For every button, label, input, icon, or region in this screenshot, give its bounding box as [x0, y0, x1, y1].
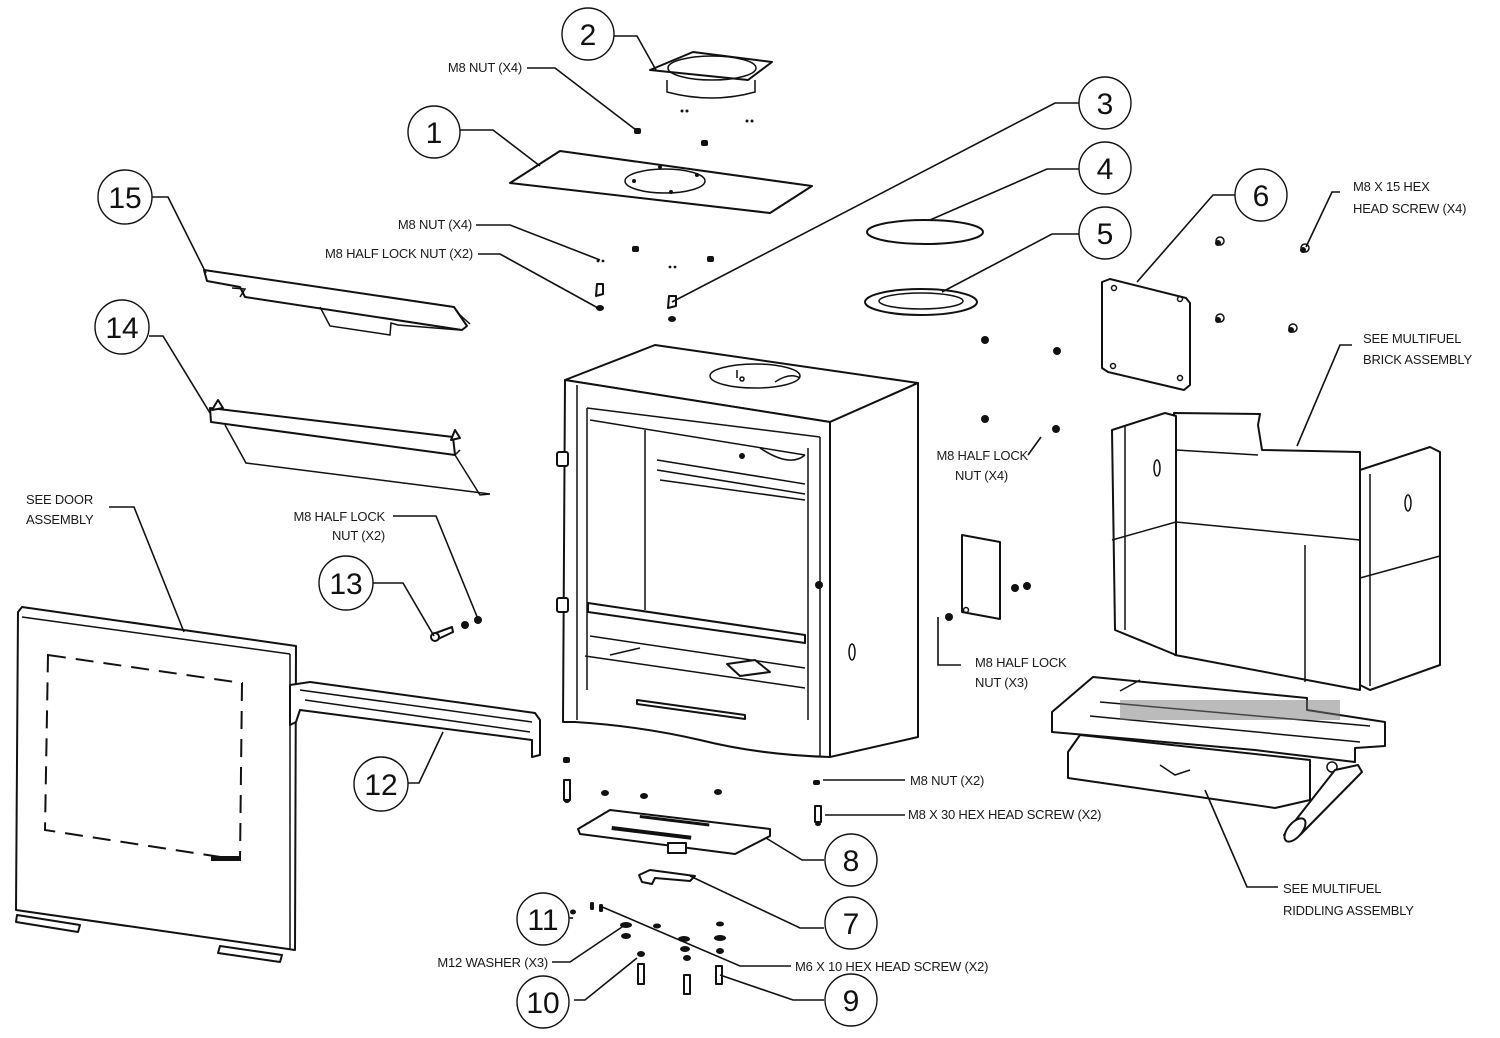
washers-and-screws: [570, 902, 726, 995]
svg-text:1: 1: [426, 117, 443, 150]
flue-collar-part: [649, 51, 773, 99]
callout-13: 13: [318, 555, 374, 611]
brick-assembly-part: [1111, 412, 1441, 691]
annotations: M8 NUT (X4) M8 NUT (X4) M8 HALF LOCK NUT…: [26, 60, 1473, 974]
label-riddling-line2: RIDDLING ASSEMBLY: [1283, 903, 1414, 918]
svg-text:8: 8: [843, 845, 860, 878]
hex-screws-x4: [1215, 236, 1310, 333]
callout-15: 15: [97, 169, 153, 225]
callout-6: 6: [1234, 168, 1288, 222]
side-access-plate-part: [945, 534, 1031, 621]
label-brick-line1: SEE MULTIFUEL: [1363, 331, 1461, 346]
svg-text:6: 6: [1253, 180, 1270, 213]
svg-text:12: 12: [364, 769, 397, 802]
top-plate-part: [509, 150, 813, 214]
door-part: [15, 606, 297, 963]
svg-text:2: 2: [580, 19, 597, 52]
callout-7: 7: [824, 896, 878, 950]
svg-text:5: 5: [1097, 218, 1114, 251]
callout-1: 1: [407, 105, 461, 159]
label-half-lock-x4-line1: M8 HALF LOCK: [936, 448, 1028, 463]
callout-5: 5: [1078, 206, 1132, 260]
callout-8: 8: [824, 833, 878, 887]
riddling-grate-part: [1051, 676, 1386, 843]
label-half-lock-x3-line2: NUT (X3): [975, 675, 1028, 690]
callout-9: 9: [824, 973, 878, 1027]
label-m8-half-lock-nut-x2-top: M8 HALF LOCK NUT (X2): [325, 246, 473, 261]
label-m8x15-line2: HEAD SCREW (X4): [1353, 201, 1466, 216]
label-m6x10: M6 X 10 HEX HEAD SCREW (X2): [795, 959, 988, 974]
label-half-lock-x4-line2: NUT (X4): [955, 468, 1008, 483]
label-m8-nut-x4-top: M8 NUT (X4): [448, 60, 522, 75]
nut-markers-top: [634, 109, 754, 146]
svg-text:10: 10: [526, 987, 559, 1020]
half-lock-nuts-x4: [981, 336, 1061, 433]
leader-lines: [109, 35, 1352, 1001]
svg-text:4: 4: [1097, 153, 1114, 186]
label-m8x30: M8 X 30 HEX HEAD SCREW (X2): [908, 807, 1101, 822]
callout-12: 12: [353, 756, 409, 812]
callout-10: 10: [516, 975, 570, 1029]
label-m12-washer: M12 WASHER (X3): [437, 955, 548, 970]
nut-markers-mid: [595, 246, 714, 322]
svg-text:13: 13: [329, 568, 362, 601]
label-riddling-line1: SEE MULTIFUEL: [1283, 881, 1381, 896]
callout-3: 3: [1078, 76, 1132, 130]
grate-bars: [1120, 700, 1340, 720]
label-half-lock-x2-line1: M8 HALF LOCK: [293, 509, 385, 524]
callout-4: 4: [1078, 141, 1132, 195]
clip-part: [638, 869, 696, 885]
bolt-with-nuts: [430, 616, 482, 642]
svg-text:11: 11: [527, 904, 558, 937]
label-door-line2: ASSEMBLY: [26, 512, 94, 527]
label-brick-line2: BRICK ASSEMBLY: [1363, 352, 1472, 367]
svg-text:3: 3: [1097, 88, 1114, 121]
callout-14: 14: [94, 299, 150, 355]
ring-gasket-part: [864, 288, 978, 316]
svg-text:14: 14: [105, 312, 138, 345]
label-half-lock-x2-line2: NUT (X2): [332, 528, 385, 543]
svg-text:7: 7: [843, 908, 860, 941]
rear-cover-plate-part: [1101, 278, 1191, 391]
label-m8x15-line1: M8 X 15 HEX: [1353, 179, 1430, 194]
svg-text:9: 9: [843, 985, 860, 1018]
callout-11: 11: [516, 892, 570, 946]
hearth-plate-part: [577, 809, 771, 855]
ash-lip-part: [289, 681, 541, 758]
upper-baffle-bracket-part: [203, 269, 471, 336]
label-m8-nut-x2: M8 NUT (X2): [910, 773, 984, 788]
stove-body-part: [556, 344, 919, 758]
lower-fixings: [563, 757, 822, 826]
label-half-lock-x3-line1: M8 HALF LOCK: [975, 655, 1067, 670]
callout-2: 2: [561, 7, 615, 61]
baffle-disc-part: [866, 219, 984, 245]
svg-text:15: 15: [108, 182, 141, 215]
label-m8-nut-x4-mid: M8 NUT (X4): [398, 217, 472, 232]
label-door-line1: SEE DOOR: [26, 492, 93, 507]
lower-baffle-part: [209, 399, 491, 496]
